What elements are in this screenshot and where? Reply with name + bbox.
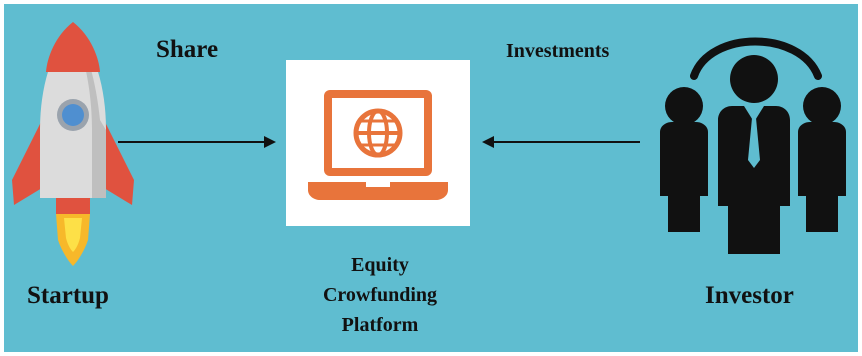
edge-label-share: Share [156,36,219,63]
laptop-globe-icon [308,90,448,200]
node-label-platform: Equity Crowfunding Platform [280,250,480,340]
platform-node [286,60,470,226]
platform-label-line: Crowfunding [322,284,438,306]
platform-label-line: Platform [341,314,419,336]
node-label-investor: Investor [705,282,794,309]
edge-label-investments: Investments [506,40,610,62]
node-label-startup: Startup [27,282,109,309]
platform-label-line: Equity [351,254,409,276]
